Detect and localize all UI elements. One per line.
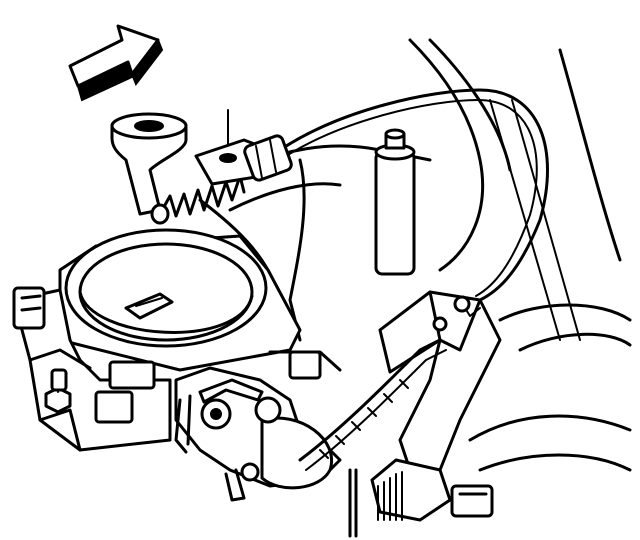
throttle-valve-cable [298,338,447,471]
throttle-body-base [12,286,172,452]
cable-bracket [194,134,293,186]
air-intake-duct [408,38,632,472]
throttle-lever-assembly [174,366,342,502]
front-direction-arrow-icon [68,24,164,102]
electrical-connector [348,458,494,538]
cable-return-spring [150,174,246,225]
cable-support-bracket [378,290,502,472]
bolt-bosses [108,350,342,390]
vacuum-port-fitting [110,112,188,216]
throttle-body [58,228,302,372]
accelerator-cable [278,88,549,302]
mounting-stud [374,128,416,276]
hose-nipple-icon [50,368,68,392]
throttle-plate-slot [124,292,174,320]
